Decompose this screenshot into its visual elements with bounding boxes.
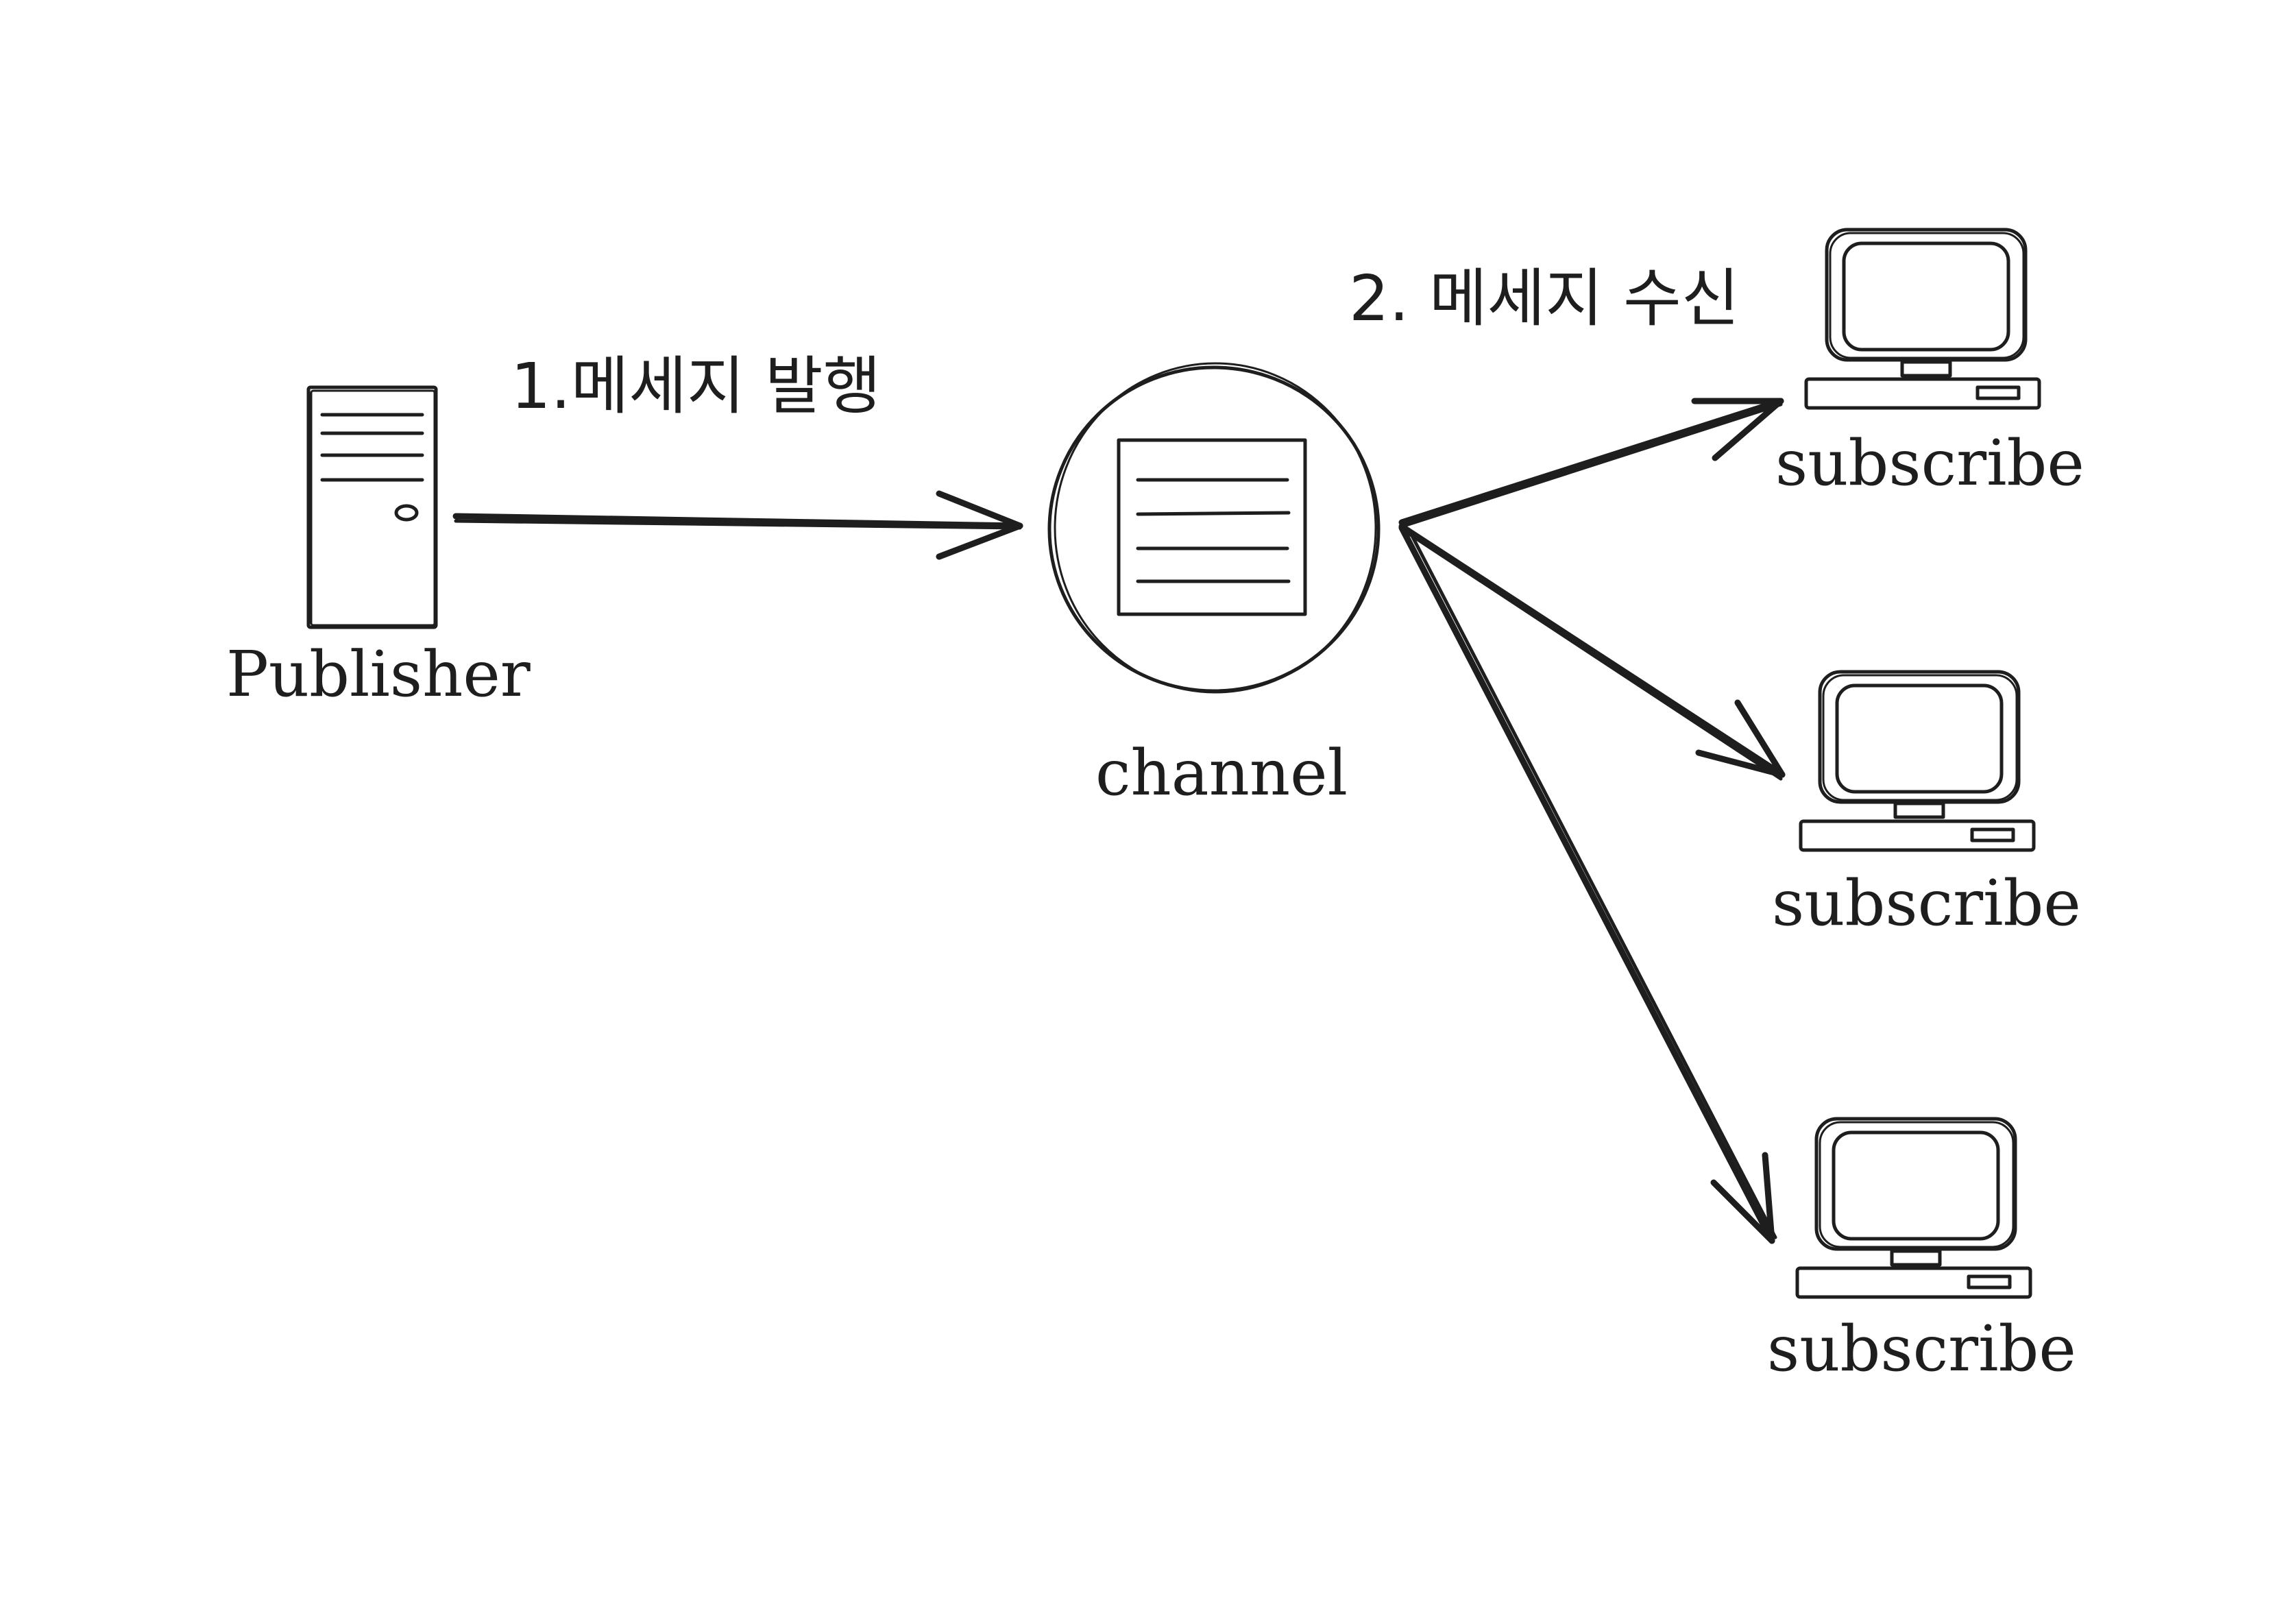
publish-arrow <box>452 490 1023 560</box>
subscriber-label-1: subscribe <box>1775 426 2084 500</box>
subscriber-label-3: subscribe <box>1767 1312 2076 1385</box>
computer-terminal-icon <box>1795 1117 2032 1299</box>
publisher-label: Publisher <box>226 638 531 711</box>
publish-step-label: 1.메세지 발행 <box>511 350 881 423</box>
computer-terminal-icon <box>1804 228 2041 410</box>
computer-terminal-icon <box>1799 670 2036 852</box>
receive-arrow-3 <box>1398 524 1777 1244</box>
receive-step-label: 2. 메세지 수신 <box>1349 262 1740 335</box>
channel-label: channel <box>1095 736 1348 810</box>
document-in-circle-icon <box>1047 362 1381 694</box>
server-tower-icon <box>306 385 438 629</box>
receive-arrow-1 <box>1398 398 1784 529</box>
subscriber-label-2: subscribe <box>1772 866 2081 940</box>
receive-arrow-2 <box>1398 523 1786 781</box>
